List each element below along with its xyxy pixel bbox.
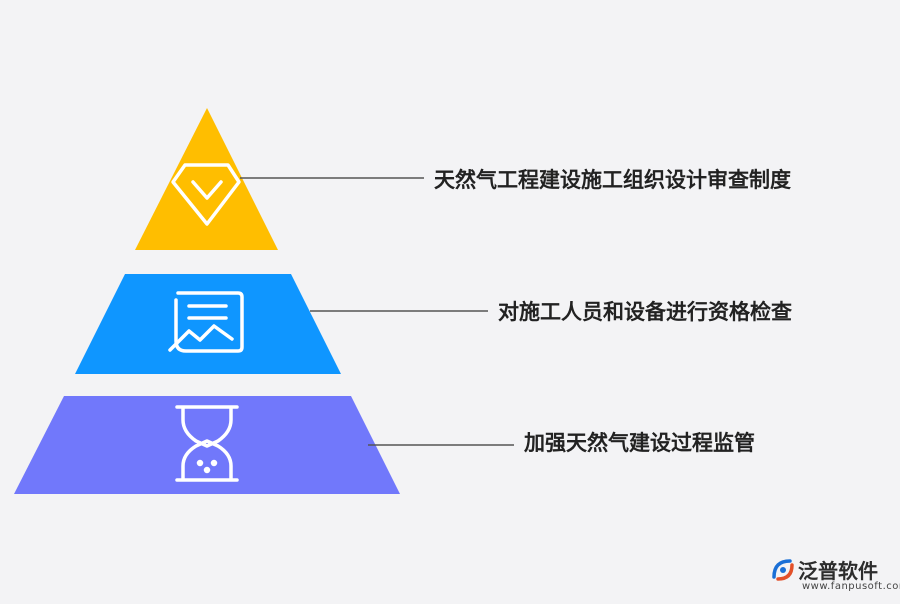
brand-url: www.fanpusoft.com: [802, 581, 900, 592]
watermark: 泛普软件 www.fanpusoft.com: [768, 553, 900, 597]
level-3-label: 加强天然气建设过程监管: [524, 431, 755, 455]
pyramid-level-2: [75, 274, 341, 374]
pyramid-level-1: [135, 108, 278, 250]
level-1-label: 天然气工程建设施工组织设计审查制度: [434, 168, 791, 192]
level-2-label: 对施工人员和设备进行资格检查: [498, 300, 792, 324]
chart-card-icon: [168, 291, 244, 353]
brand-name: 泛普软件: [798, 559, 878, 583]
fanpu-logo-icon: [772, 559, 794, 581]
diamond-chevron-icon: [171, 163, 241, 226]
hourglass-icon: [175, 405, 239, 482]
